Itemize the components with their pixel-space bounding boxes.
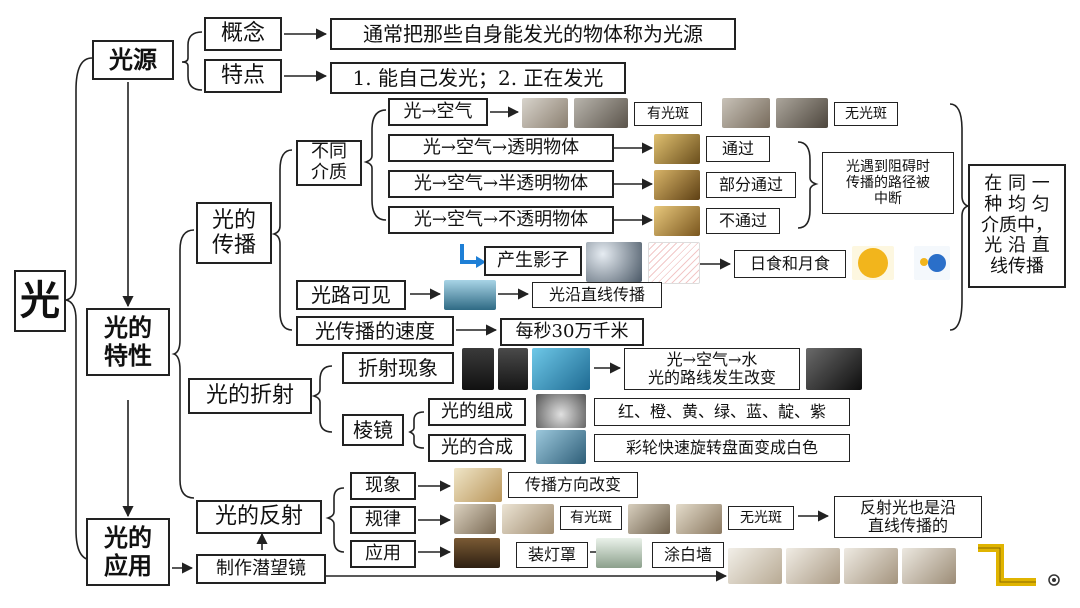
lampshade-label: 装灯罩 — [516, 542, 588, 568]
feature-text: 1. 能自己发光；2. 正在发光 — [330, 62, 626, 94]
experiment-photo — [776, 98, 828, 128]
experiment-photo — [522, 98, 568, 128]
result-pass: 通过 — [706, 136, 770, 162]
refraction-phenomenon: 折射现象 — [342, 352, 454, 384]
color-wheel-result: 彩轮快速旋转盘面变成白色 — [594, 434, 850, 462]
periscope-photo — [728, 548, 782, 584]
reflection-photo — [502, 504, 554, 534]
reflection-application: 应用 — [350, 540, 416, 568]
shadow-photo — [586, 242, 642, 282]
refraction-photo — [806, 348, 862, 390]
experiment-photo — [574, 98, 628, 128]
earth-icon — [914, 246, 950, 280]
refraction-title: 光的折射 — [188, 378, 312, 414]
row-air: 光→空气 — [388, 98, 488, 126]
branch-light-source: 光源 — [92, 40, 174, 80]
branch-properties: 光的 特性 — [86, 308, 170, 376]
lampshade-photo — [454, 538, 500, 568]
synthesis-label: 光的合成 — [428, 434, 526, 462]
direction-change: 传播方向改变 — [508, 472, 638, 498]
row-transparent: 光→空气→透明物体 — [388, 134, 614, 162]
eclipse-label: 日食和月食 — [734, 250, 846, 278]
reflection-title: 光的反射 — [196, 500, 322, 534]
experiment-photo — [654, 170, 700, 200]
experiment-photo — [654, 134, 700, 164]
periscope-photo — [902, 548, 956, 584]
reflection-phenomenon: 现象 — [350, 472, 416, 500]
bent-arrow-icon — [460, 244, 478, 264]
white-wall-label: 涂白墙 — [652, 542, 724, 568]
result-spot: 有光斑 — [634, 102, 702, 126]
root-node: 光 — [14, 270, 66, 332]
experiment-photo — [654, 206, 700, 236]
visible-path-label: 光路可见 — [296, 280, 406, 310]
feature-label: 特点 — [204, 59, 282, 93]
periscope-photo — [844, 548, 898, 584]
refraction-photo — [462, 348, 494, 390]
row-translucent: 光→空气→半透明物体 — [388, 170, 614, 198]
row-opaque: 光→空气→不透明物体 — [388, 206, 614, 234]
shadow-label: 产生影子 — [484, 246, 582, 276]
refraction-photo — [498, 348, 528, 390]
classroom-photo — [596, 538, 642, 568]
blocked-summary: 光遇到阻碍时 传播的路径被 中断 — [822, 152, 954, 214]
composition-label: 光的组成 — [428, 398, 526, 426]
color-wheel-photo — [536, 430, 586, 464]
periscope-icon — [978, 544, 1060, 586]
refraction-result: 光→空气→水 光的路线发生改变 — [624, 348, 800, 390]
periscope-label: 制作潜望镜 — [196, 554, 326, 584]
concept-text: 通常把那些自身能发光的物体称为光源 — [330, 18, 736, 50]
reflection-rule: 规律 — [350, 506, 416, 534]
refraction-photo — [532, 348, 590, 390]
sun-icon — [852, 246, 894, 280]
reflection-photo — [454, 504, 496, 534]
branch-application: 光的 应用 — [86, 518, 170, 586]
rule-spot: 有光斑 — [560, 506, 622, 530]
periscope-photo — [786, 548, 840, 584]
result-blocked: 不通过 — [706, 208, 780, 234]
straight-line-label: 光沿直线传播 — [532, 282, 662, 308]
prism-photo — [536, 394, 586, 428]
reflection-photo — [676, 504, 722, 534]
reflection-photo — [454, 468, 502, 502]
prism-label: 棱镜 — [342, 414, 404, 446]
reflection-photo — [628, 504, 670, 534]
reflection-rule-result: 反射光也是沿 直线传播的 — [834, 496, 982, 538]
concept-label: 概念 — [204, 17, 282, 51]
experiment-photo — [722, 98, 770, 128]
rule-no-spot: 无光斑 — [728, 506, 794, 530]
propagation-title: 光的 传播 — [196, 202, 272, 264]
speed-value: 每秒30万千米 — [500, 318, 644, 346]
result-partial: 部分通过 — [706, 172, 796, 198]
result-no-spot: 无光斑 — [834, 102, 898, 126]
visible-path-photo — [444, 280, 496, 310]
conclusion-box: 在 同 一 种 均 匀 介质中， 光 沿 直 线传播 — [968, 164, 1066, 288]
shadow-diagram — [648, 242, 700, 284]
spectrum-colors: 红、橙、黄、绿、蓝、靛、紫 — [594, 398, 850, 426]
media-label: 不同 介质 — [296, 140, 362, 186]
speed-label: 光传播的速度 — [296, 316, 454, 346]
